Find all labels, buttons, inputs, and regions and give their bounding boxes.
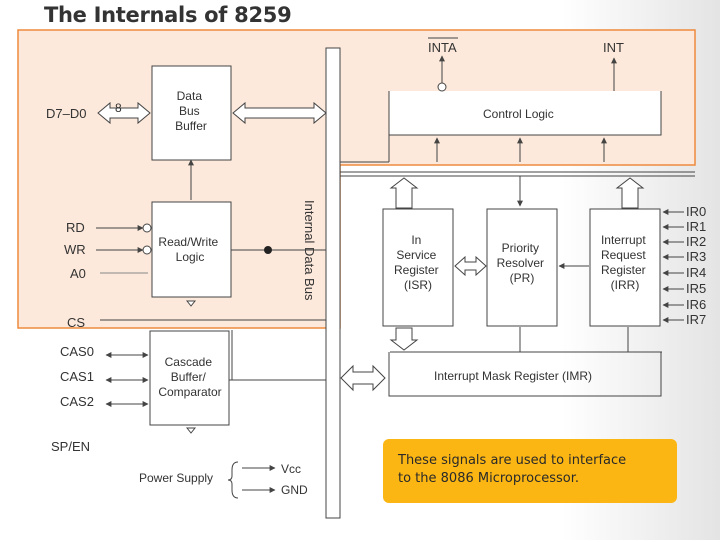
pr-line-1: Priority bbox=[502, 241, 539, 255]
data-bus-buffer-line-2: Bus bbox=[179, 104, 200, 118]
cas1-label: CAS1 bbox=[60, 369, 94, 384]
isr-block bbox=[382, 208, 454, 327]
data-lines-bus-arrow bbox=[97, 101, 151, 125]
cascade-line-3: Comparator bbox=[158, 385, 221, 399]
callout-line-1: These signals are used to interface bbox=[398, 453, 627, 468]
pr-line-3: (PR) bbox=[510, 271, 535, 285]
read-write-logic-block bbox=[151, 201, 232, 298]
ir7-label: IR7 bbox=[686, 312, 706, 327]
svg-text:Read/Write Logic: Read/Write Logic bbox=[158, 235, 221, 264]
irr-line-3: Register bbox=[601, 263, 646, 277]
ir5-label: IR5 bbox=[686, 281, 706, 296]
control-logic-label: Control Logic bbox=[483, 107, 554, 121]
buffer-to-bus-arrow bbox=[232, 101, 327, 125]
a0-label: A0 bbox=[70, 266, 86, 281]
interface-note-callout: These signals are used to interface to t… bbox=[383, 439, 677, 503]
ir6-label: IR6 bbox=[686, 297, 706, 312]
sp-en-label: SP/EN bbox=[51, 439, 90, 454]
data-bus-buffer-block bbox=[151, 65, 232, 161]
data-bus-buffer-line-1: Data bbox=[177, 89, 203, 103]
isr-line-3: Register bbox=[394, 263, 439, 277]
svg-text:In Service Register: In Service Register (ISR) bbox=[394, 233, 442, 292]
rw-logic-line-1: Read/Write bbox=[158, 235, 218, 249]
isr-line-4: (ISR) bbox=[404, 278, 432, 292]
ir3-label: IR3 bbox=[686, 249, 706, 264]
power-supply-label: Power Supply bbox=[139, 471, 213, 485]
callout-line-2: to the 8086 Microprocessor. bbox=[398, 471, 580, 486]
data-lines-label: D7–D0 bbox=[46, 106, 86, 121]
svg-text:Data Bus Buffer: Data Bus Buffer bbox=[175, 89, 207, 133]
svg-text:Priority Resolver (PR): Priority Resolver (PR) bbox=[497, 241, 548, 285]
rd-label: RD bbox=[66, 220, 85, 235]
rw-logic-line-2: Logic bbox=[176, 250, 205, 264]
svg-text:Cascade Buffer/ Compar: Cascade Buffer/ Comparator bbox=[158, 355, 221, 399]
isr-line-2: Service bbox=[396, 248, 436, 262]
isr-line-1: In bbox=[411, 233, 421, 247]
ir-input-arrows bbox=[662, 209, 684, 323]
gnd-label: GND bbox=[281, 483, 308, 497]
bus-width-label: 8 bbox=[115, 101, 122, 115]
vcc-label: Vcc bbox=[281, 462, 301, 476]
irr-line-2: Request bbox=[601, 248, 646, 262]
cas0-label: CAS0 bbox=[60, 344, 94, 359]
data-bus-buffer-line-3: Buffer bbox=[175, 119, 207, 133]
wr-label: WR bbox=[64, 242, 86, 257]
irr-block bbox=[589, 208, 661, 327]
ir2-label: IR2 bbox=[686, 234, 706, 249]
inta-label: INTA bbox=[428, 40, 457, 55]
cascade-line-1: Cascade bbox=[165, 355, 213, 369]
control-logic-block bbox=[389, 91, 661, 135]
cascade-line-2: Buffer/ bbox=[171, 370, 207, 384]
imr-block bbox=[388, 352, 662, 397]
int-label: INT bbox=[603, 40, 624, 55]
ir0-label: IR0 bbox=[686, 204, 706, 219]
svg-text:Interrupt Request Regi: Interrupt Request Register (IRR) bbox=[601, 233, 649, 292]
cs-label: CS bbox=[67, 315, 85, 330]
ir4-label: IR4 bbox=[686, 265, 706, 280]
imr-label: Interrupt Mask Register (IMR) bbox=[434, 369, 592, 383]
slide-title: The Internals of 8259 bbox=[44, 3, 292, 27]
pr-line-2: Resolver bbox=[497, 256, 544, 270]
cas2-label: CAS2 bbox=[60, 394, 94, 409]
ir1-label: IR1 bbox=[686, 219, 706, 234]
internal-data-bus bbox=[325, 47, 341, 519]
irr-line-1: Interrupt bbox=[601, 233, 646, 247]
cascade-buffer-block bbox=[149, 330, 230, 426]
irr-line-4: (IRR) bbox=[611, 278, 640, 292]
priority-resolver-block bbox=[486, 208, 558, 327]
